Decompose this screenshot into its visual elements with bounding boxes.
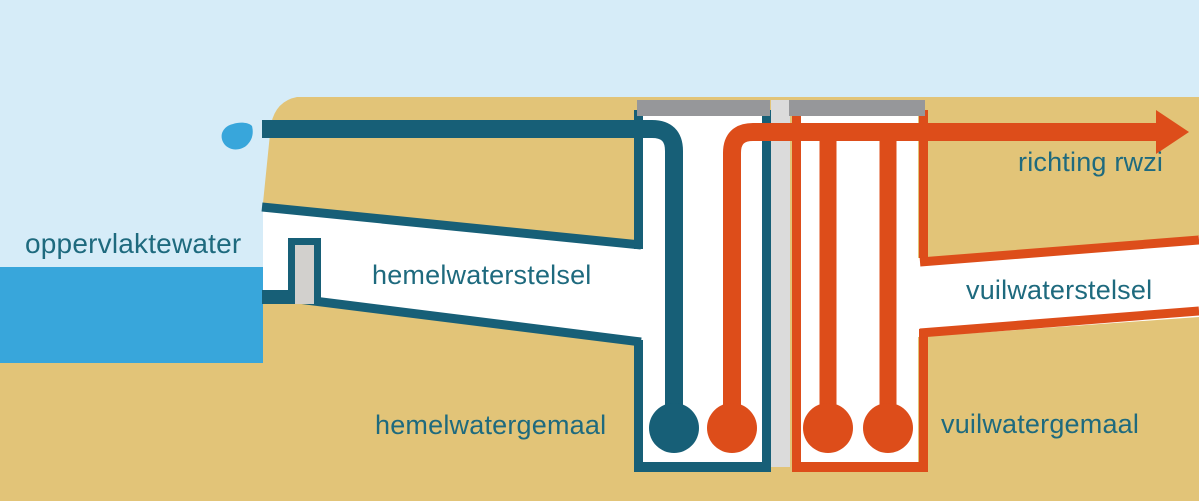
- arrow-right-icon: [1156, 110, 1189, 154]
- label-direction-rwzi: richting rwzi: [1018, 147, 1164, 177]
- wastewater-pit-cover: [789, 100, 925, 116]
- rainwater-pit-orange-pump: [707, 403, 757, 453]
- rainwater-channel-bottom-border: [289, 293, 642, 347]
- label-surface-water: oppervlaktewater: [25, 228, 242, 259]
- rainwater-pit-cover: [637, 100, 770, 116]
- rainwater-pit-right-wall: [762, 110, 771, 472]
- label-rainwater-pumping-station: hemelwatergemaal: [375, 410, 607, 440]
- rainwater-pump: [649, 403, 699, 453]
- wastewater-pit-right-wall-upper: [919, 110, 928, 258]
- wastewater-pit-left-wall: [792, 110, 801, 472]
- rainwater-pit-left-wall-upper: [634, 110, 643, 249]
- wastewater-channel-bottom-border: [919, 306, 1199, 338]
- outfall-ledge: [262, 290, 296, 304]
- water-drop-icon: [221, 122, 253, 150]
- label-wastewater-pumping-station: vuilwatergemaal: [941, 409, 1140, 439]
- surface-water: [0, 267, 288, 363]
- wastewater-pump-1: [803, 403, 853, 453]
- wastewater-pit-right-wall-lower: [919, 329, 928, 472]
- rainwater-pit-floor: [634, 462, 771, 472]
- wastewater-transport-pipe: [723, 123, 1158, 415]
- label-wastewater-system: vuilwaterstelsel: [966, 275, 1153, 305]
- label-rainwater-system: hemelwaterstelsel: [372, 260, 592, 290]
- rainwater-pit-interior: [643, 110, 762, 462]
- pit-divider-wall: [771, 100, 790, 467]
- rainwater-pit-left-wall-lower: [634, 340, 643, 472]
- wastewater-pump-2: [863, 403, 913, 453]
- wastewater-channel: [918, 236, 1199, 337]
- weir-gate: [295, 245, 314, 304]
- wastewater-pit-floor: [792, 462, 928, 472]
- wastewater-channel-top-border: [919, 235, 1199, 267]
- rainwater-channel-top-border: [261, 202, 642, 250]
- rainwater-pipe: [262, 120, 683, 415]
